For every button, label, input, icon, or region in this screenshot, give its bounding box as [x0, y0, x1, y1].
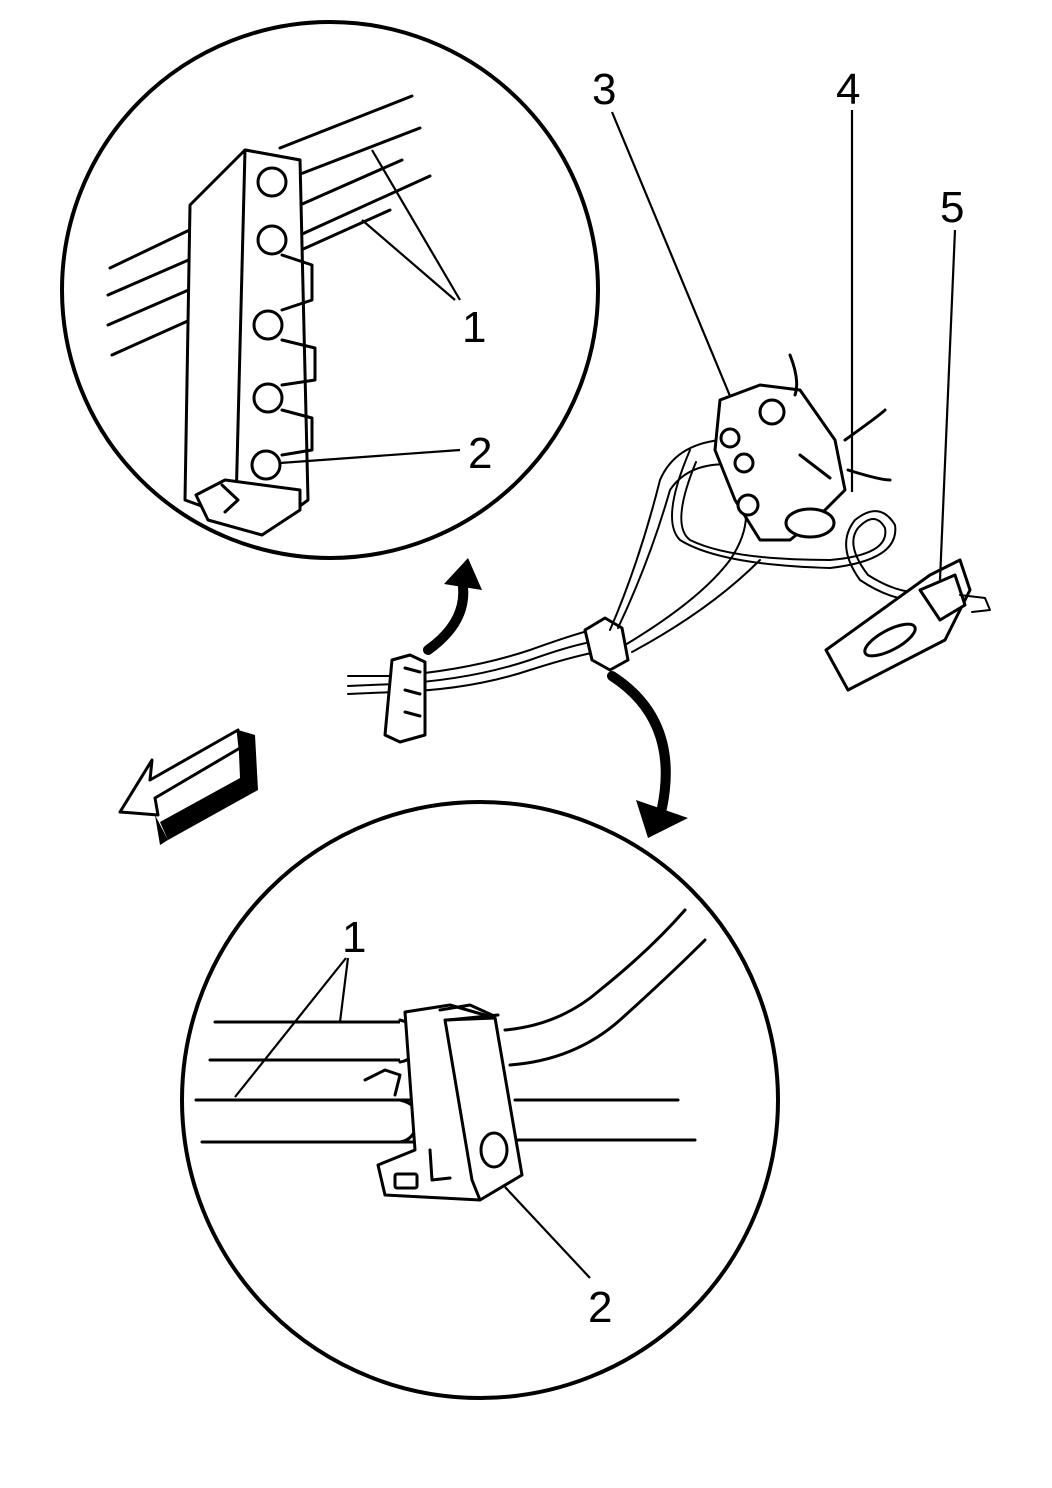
callout-top-clip: 2: [468, 429, 492, 478]
combination-valve-block: [713, 353, 892, 542]
arrow-to-bottom-detail: [607, 671, 688, 838]
callout-3: 3: [592, 65, 616, 114]
callout-4: 4: [836, 65, 860, 114]
arrow-to-top-detail: [423, 558, 482, 655]
harness-mid-clip: [583, 616, 630, 672]
direction-arrow: [118, 728, 258, 845]
bottom-detail-circle: 1 2: [180, 800, 780, 1400]
mounting-bracket: [824, 558, 991, 692]
bottom-pipe-clip: [363, 1003, 524, 1202]
callout-5: 5: [940, 183, 964, 232]
callout-bottom-clip: 2: [588, 1283, 612, 1332]
top-detail-circle: 1 2: [60, 20, 600, 560]
top-pipe-clip: [183, 148, 317, 537]
harness-end-clip: [383, 653, 427, 744]
callout-top-pipes: 1: [462, 303, 486, 352]
main-assembly: 3 4 5: [347, 65, 991, 744]
callout-bottom-pipes: 1: [342, 913, 366, 962]
